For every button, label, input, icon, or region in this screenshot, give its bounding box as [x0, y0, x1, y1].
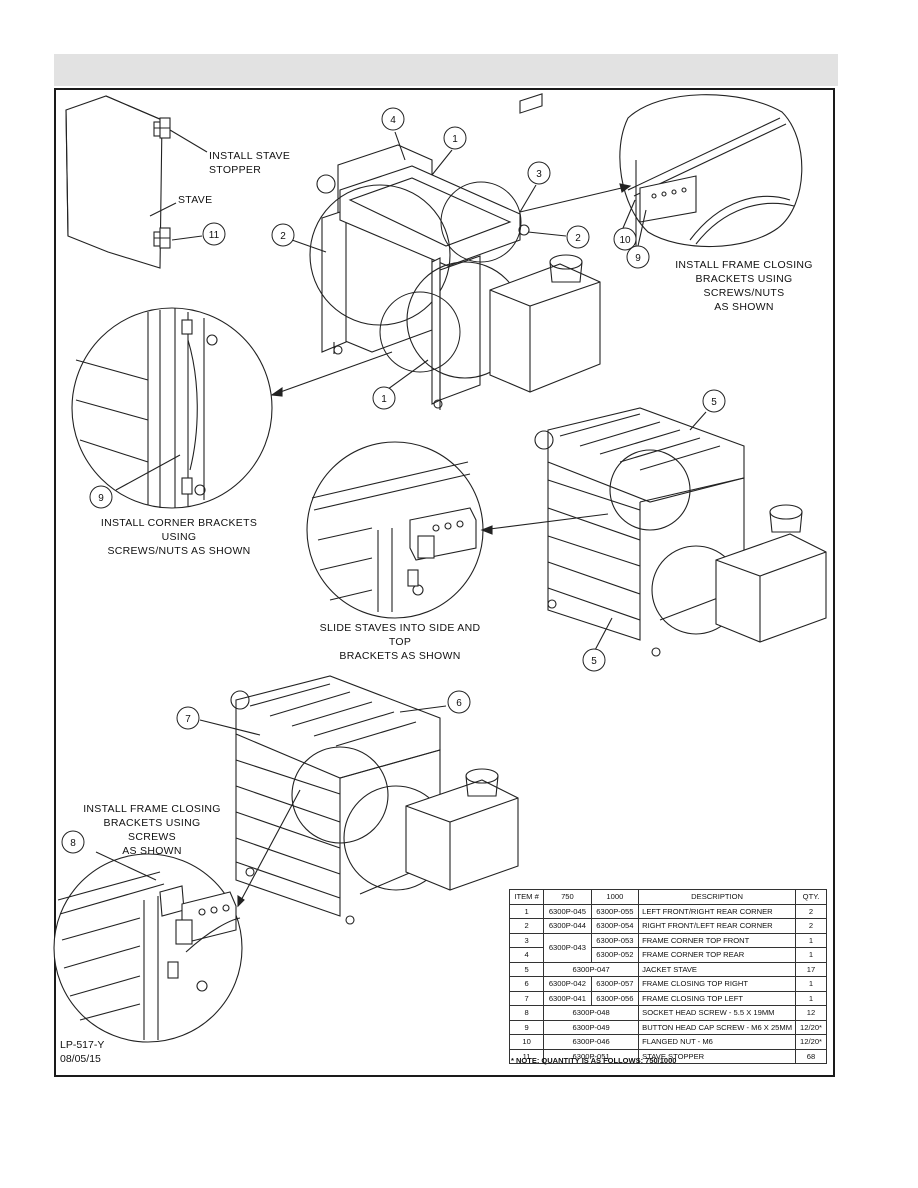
callout-8: 8 [61, 830, 85, 854]
leader-arrow [519, 185, 631, 213]
parts-table-header: ITEM # 750 1000 DESCRIPTION QTY. [508, 889, 827, 905]
col-1000: 1000 [590, 889, 640, 905]
svg-text:3: 3 [536, 169, 542, 180]
callout-3: 3 [527, 161, 551, 185]
svg-text:10: 10 [619, 235, 631, 246]
callout-1: 1 [443, 126, 467, 150]
callout-4: 4 [381, 107, 405, 131]
col-750: 750 [543, 889, 592, 905]
callout-2b: 2 [566, 225, 590, 249]
callout-5: 5 [702, 389, 726, 413]
callout-10: 10 [613, 227, 637, 251]
svg-text:1: 1 [381, 394, 387, 405]
callout-11: 11 [202, 222, 226, 246]
corner-bracket-detail [71, 307, 273, 509]
note-stave: STAVE [178, 194, 213, 206]
drawing-number: LP-517-Y [60, 1039, 105, 1051]
callout-2: 2 [271, 223, 295, 247]
stave-stopper-detail [65, 95, 208, 269]
frame-closing-detail-top [619, 94, 803, 250]
svg-text:11: 11 [209, 230, 220, 241]
drawing-date: 08/05/15 [60, 1053, 101, 1065]
header-bar [54, 54, 838, 86]
svg-text:9: 9 [98, 493, 104, 504]
note-install-frame-closing-bottom: INSTALL FRAME CLOSING BRACKETS USING SCR… [83, 803, 221, 857]
col-description: DESCRIPTION [638, 889, 797, 905]
svg-text:6: 6 [456, 698, 462, 709]
svg-text:5: 5 [711, 397, 717, 408]
col-item: ITEM # [508, 889, 545, 905]
drawing-frame [54, 88, 835, 1077]
svg-text:2: 2 [575, 233, 581, 244]
callout-6: 6 [447, 690, 471, 714]
col-qty: QTY. [795, 889, 827, 905]
slide-staves-detail [306, 441, 609, 619]
svg-text:1: 1 [452, 134, 458, 145]
frame-closing-detail-bottom [53, 789, 301, 1043]
callouts: 4 1 3 2 2 10 9 11 1 5 9 5 6 7 8 [61, 107, 726, 854]
staved-assembly-middle [534, 407, 827, 657]
callout-9: 9 [626, 245, 650, 269]
svg-text:7: 7 [185, 714, 191, 725]
quantity-note: * NOTE: QUANTITY IS AS FOLLOWS: 750/1000 [511, 1056, 677, 1065]
callout-7: 7 [176, 706, 200, 730]
note-install-stave-stopper: INSTALL STAVE STOPPER [209, 150, 291, 176]
note-install-corner-brackets: INSTALL CORNER BRACKETS USING SCREWS/NUT… [100, 517, 258, 557]
drawing-id-block: LP-517-Y 08/05/15 [60, 1038, 104, 1066]
staved-assembly-bottom [230, 675, 519, 925]
svg-text:9: 9 [635, 253, 641, 264]
svg-text:2: 2 [280, 231, 286, 242]
callout-1b: 1 [372, 386, 396, 410]
callout-5b: 5 [582, 648, 606, 672]
frame-assembly-top [309, 93, 601, 410]
svg-text:4: 4 [390, 115, 396, 126]
svg-text:5: 5 [591, 656, 597, 667]
callout-9b: 9 [89, 485, 113, 509]
note-slide-staves: SLIDE STAVES INTO SIDE AND TOP BRACKETS … [319, 622, 481, 662]
svg-text:8: 8 [70, 838, 76, 849]
note-install-frame-closing-top: INSTALL FRAME CLOSING BRACKETS USING SCR… [675, 259, 813, 313]
